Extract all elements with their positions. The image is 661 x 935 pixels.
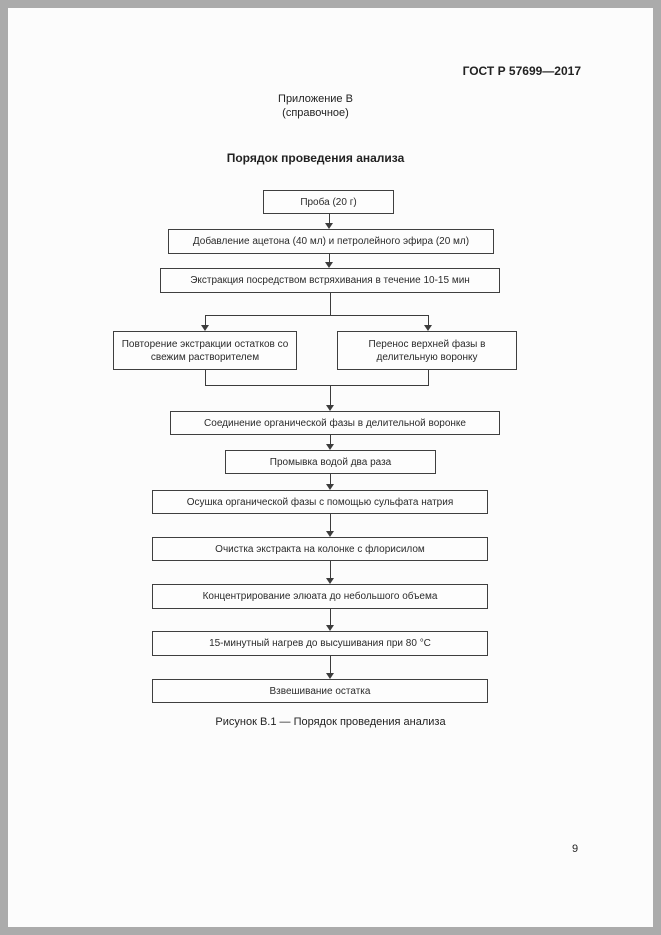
connector-line — [205, 315, 429, 316]
appendix-title: Приложение В — [278, 93, 353, 105]
flow-step-transfer-phase: Перенос верхней фазы в делительную ворон… — [337, 331, 517, 370]
flow-step-dry: Осушка органической фазы с помощью сульф… — [152, 490, 488, 514]
connector-line — [329, 214, 330, 224]
connector-line — [205, 385, 429, 386]
figure-caption: Рисунок В.1 — Порядок проведения анализа — [215, 716, 446, 728]
connector-line — [330, 656, 331, 673]
page-number: 9 — [572, 843, 579, 855]
arrow-down-icon — [326, 673, 334, 679]
connector-line — [330, 474, 331, 484]
flow-step-add-solvents: Добавление ацетона (40 мл) и петролейног… — [168, 229, 494, 254]
arrow-down-icon — [326, 531, 334, 537]
arrow-down-icon — [326, 405, 334, 411]
connector-line — [330, 609, 331, 625]
appendix-subtitle: (справочное) — [282, 107, 349, 119]
connector-line — [330, 561, 331, 578]
connector-line — [329, 254, 330, 263]
flow-step-weigh: Взвешивание остатка — [152, 679, 488, 703]
connector-line — [330, 293, 331, 316]
appendix-heading: Приложение В (справочное) — [8, 92, 623, 120]
connector-line — [205, 370, 206, 386]
arrow-down-icon — [326, 444, 334, 450]
connector-line — [205, 315, 206, 326]
arrow-down-icon — [326, 625, 334, 631]
connector-line — [330, 435, 331, 444]
arrow-down-icon — [201, 325, 209, 331]
flow-step-wash: Промывка водой два раза — [225, 450, 436, 474]
arrow-down-icon — [326, 484, 334, 490]
flow-step-sample: Проба (20 г) — [263, 190, 394, 214]
flow-step-cleanup: Очистка экстракта на колонке с флорисило… — [152, 537, 488, 561]
connector-line — [330, 385, 331, 405]
document-page: ГОСТ Р 57699—2017 Приложение В (справочн… — [8, 8, 653, 927]
flow-step-extraction: Экстракция посредством встряхивания в те… — [160, 268, 500, 293]
flow-step-combine-phase: Соединение органической фазы в делительн… — [170, 411, 500, 435]
arrow-down-icon — [325, 223, 333, 229]
connector-line — [428, 370, 429, 386]
flow-step-concentrate: Концентрирование элюата до небольшого об… — [152, 584, 488, 609]
arrow-down-icon — [325, 262, 333, 268]
arrow-down-icon — [326, 578, 334, 584]
standard-number: ГОСТ Р 57699—2017 — [462, 64, 581, 78]
flow-step-repeat-extraction: Повторение экстракции остатков со свежим… — [113, 331, 297, 370]
connector-line — [428, 315, 429, 326]
flow-step-heat: 15-минутный нагрев до высушивания при 80… — [152, 631, 488, 656]
section-title: Порядок проведения анализа — [226, 151, 405, 165]
flowchart: Проба (20 г) Добавление ацетона (40 мл) … — [8, 8, 653, 927]
connector-line — [330, 514, 331, 531]
arrow-down-icon — [424, 325, 432, 331]
